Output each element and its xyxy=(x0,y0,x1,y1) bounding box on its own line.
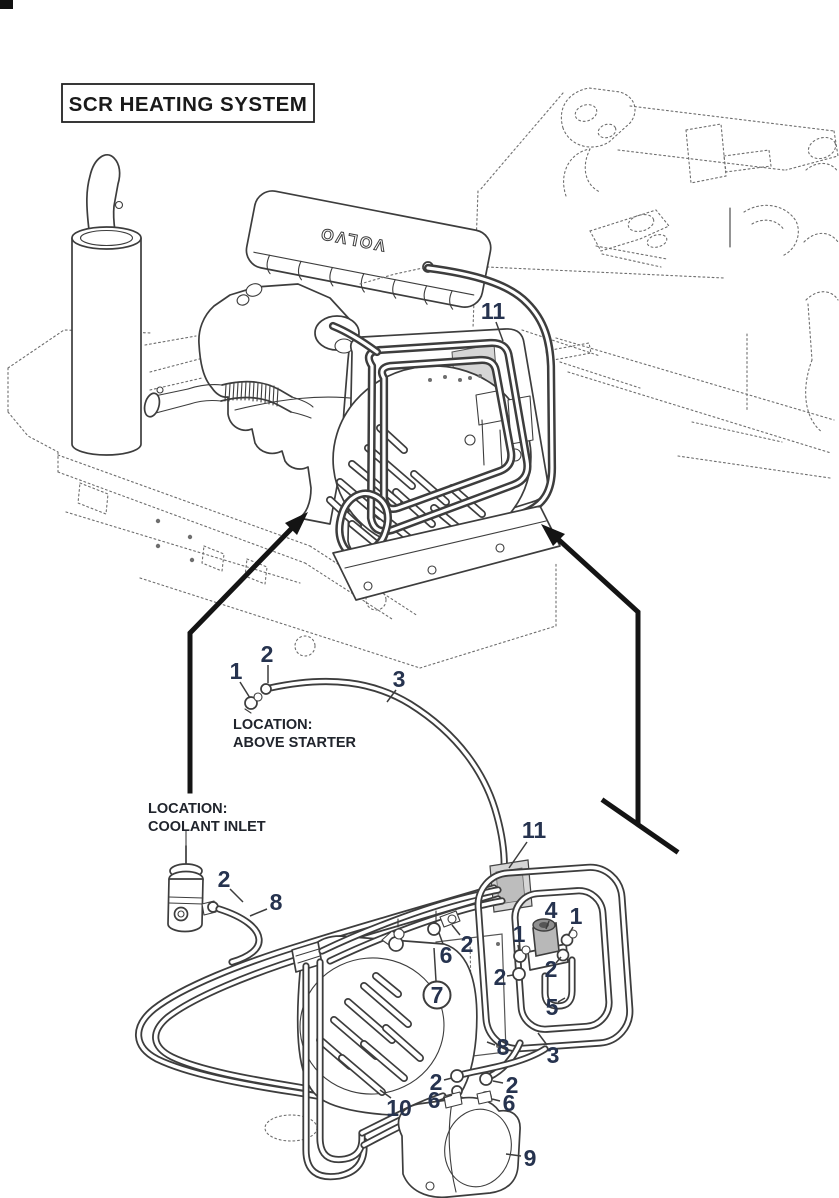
callout-4: 4 xyxy=(545,897,558,923)
def-tank-lower xyxy=(291,935,478,1117)
callout-8: 8 xyxy=(497,1034,510,1060)
callout-8: 8 xyxy=(270,889,283,915)
tank-top-manifold xyxy=(381,918,405,952)
location-label-coolant-inlet: LOCATION: COOLANT INLET xyxy=(148,801,266,835)
callout-leader xyxy=(229,888,244,903)
callout-leader xyxy=(505,1153,522,1157)
callout-10: 10 xyxy=(386,1095,412,1121)
nut-2 xyxy=(479,1072,493,1086)
callout-leader xyxy=(555,956,562,964)
callout-leader xyxy=(567,926,574,937)
rain-cap xyxy=(86,154,121,232)
heater-coil-slot xyxy=(339,1055,385,1095)
callout-2: 2 xyxy=(506,1072,519,1098)
callout-2: 2 xyxy=(430,1069,443,1095)
callout-leader xyxy=(438,932,444,945)
callout-leader xyxy=(506,974,514,977)
heater-coil-slot xyxy=(411,471,449,505)
heater-pump-9 xyxy=(397,1090,521,1198)
callout-3: 3 xyxy=(547,1042,560,1068)
flex-pipe xyxy=(143,380,314,419)
nut-2-left xyxy=(512,967,526,981)
callout-3: 3 xyxy=(393,666,406,692)
svg-text:ABOVE STARTER: ABOVE STARTER xyxy=(233,735,357,751)
valve-cover: VOLVO xyxy=(245,190,492,310)
callout-11: 11 xyxy=(481,298,506,324)
tank-base-plate xyxy=(332,505,561,601)
callout-leader xyxy=(451,924,461,936)
heater-coils-lower xyxy=(316,972,424,1096)
callout-leader xyxy=(379,1089,392,1099)
callout-leader xyxy=(486,1041,496,1046)
callout-2: 2 xyxy=(261,641,274,667)
scan-artifact xyxy=(0,0,13,9)
callout-2: 2 xyxy=(494,964,507,990)
callout-5: 5 xyxy=(546,994,559,1020)
callout-leader xyxy=(495,321,504,342)
callout-leader xyxy=(508,841,528,869)
heater-coil-slot xyxy=(345,999,395,1043)
heater-hose-3 xyxy=(270,681,504,874)
callout-leader xyxy=(443,1077,453,1081)
heater-coil-slot xyxy=(373,973,401,997)
valve-assembly-4 xyxy=(512,918,578,981)
callout-leader xyxy=(517,944,520,952)
callout-leader xyxy=(557,997,566,1003)
callout-leader xyxy=(545,920,550,930)
arrow-right xyxy=(541,524,680,855)
nut-2 xyxy=(450,1069,464,1083)
callout-7: 7 xyxy=(431,982,444,1008)
callout-leader xyxy=(492,1080,504,1084)
def-tank-lower-assembly xyxy=(139,859,632,1198)
callout-1: 1 xyxy=(513,921,526,947)
detail-above-starter xyxy=(244,681,504,874)
callout-leader xyxy=(239,681,251,699)
callout-1: 1 xyxy=(570,903,583,929)
arrow-left xyxy=(187,512,308,794)
svg-text:LOCATION:: LOCATION: xyxy=(148,801,227,817)
coolant-inlet-part xyxy=(167,829,259,962)
elbow-fittings-upper xyxy=(427,910,461,936)
clamp xyxy=(143,392,161,418)
callout-leader xyxy=(249,908,268,917)
callout-leader xyxy=(386,689,397,703)
callout-2: 2 xyxy=(218,866,231,892)
def-tank-upper xyxy=(326,268,561,601)
callout-1: 1 xyxy=(230,658,243,684)
fitting-1 xyxy=(244,696,258,710)
callout-leader xyxy=(442,1094,453,1099)
callout-11: 11 xyxy=(522,817,547,843)
nut-2 xyxy=(260,683,272,695)
callout-6: 6 xyxy=(428,1087,441,1113)
fitting-1-right xyxy=(560,933,574,947)
heater-coil-slot xyxy=(361,983,411,1027)
exhaust-stack xyxy=(71,154,142,456)
callout-leader xyxy=(537,1032,548,1046)
callout-9: 9 xyxy=(524,1145,537,1171)
heater-coil-slot xyxy=(361,1041,407,1081)
callout-circle xyxy=(422,980,452,1010)
location-label-above-starter: LOCATION: ABOVE STARTER xyxy=(233,717,357,751)
svg-text:COOLANT INLET: COOLANT INLET xyxy=(148,819,266,835)
callout-leader xyxy=(491,1098,501,1102)
heater-coil-slot xyxy=(383,1025,423,1061)
callout-6: 6 xyxy=(503,1090,516,1116)
page-title: SCR HEATING SYSTEM xyxy=(69,93,308,116)
callout-6: 6 xyxy=(440,942,453,968)
svg-text:LOCATION:: LOCATION: xyxy=(233,717,312,733)
callout-leader xyxy=(433,947,437,982)
callout-2: 2 xyxy=(461,931,474,957)
callout-2: 2 xyxy=(545,956,558,982)
title-box: SCR HEATING SYSTEM xyxy=(61,83,315,123)
